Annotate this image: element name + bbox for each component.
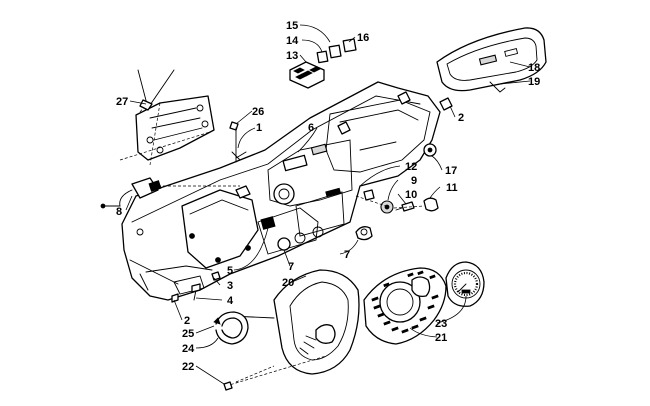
callout-13: 13: [286, 50, 298, 62]
callout-23: 23: [435, 318, 447, 330]
gauge-bezel: [229, 269, 360, 375]
callout-11: 11: [446, 182, 458, 194]
mounting-bracket: [119, 69, 215, 166]
items-9-10-11: [355, 189, 439, 214]
callout-8: 8: [116, 206, 122, 218]
callout-27: 27: [116, 96, 128, 108]
leader-lines: [125, 24, 531, 385]
callout-9: 9: [411, 175, 417, 187]
callout-1: 1: [256, 122, 262, 134]
callout-21: 21: [435, 332, 447, 344]
callout-25: 25: [182, 328, 194, 340]
knob-17: [423, 143, 437, 157]
callout-10: 10: [405, 189, 417, 201]
callout-labels: 15 14 16 13 18 19 27 26 1 6 2 12 9 10 11…: [116, 20, 540, 373]
callout-19: 19: [528, 76, 540, 88]
gauge-23: [445, 261, 485, 307]
callout-3: 3: [227, 280, 233, 292]
dash-panel: [121, 81, 453, 301]
switch-block: [289, 38, 357, 89]
fasteners: [171, 271, 221, 303]
callout-7-right: 7: [344, 249, 350, 261]
callout-16: 16: [357, 32, 369, 44]
callout-14: 14: [286, 35, 299, 47]
instrument-face: [363, 267, 447, 345]
console-cover: [436, 27, 547, 93]
harness-22: [223, 355, 327, 391]
callout-5: 5: [227, 265, 233, 277]
callout-17: 17: [445, 165, 457, 177]
callout-2-lower: 2: [184, 315, 190, 327]
callout-18: 18: [528, 62, 540, 74]
callout-12: 12: [405, 161, 417, 173]
callout-20: 20: [282, 277, 294, 289]
callout-15: 15: [286, 20, 298, 32]
callout-7-left: 7: [288, 261, 294, 273]
knob-7: [355, 226, 373, 241]
callout-2-upper: 2: [458, 112, 464, 124]
callout-24: 24: [182, 343, 195, 355]
connector-8: [100, 177, 240, 209]
callout-22: 22: [182, 361, 194, 373]
callout-6: 6: [308, 122, 314, 134]
callout-4: 4: [227, 295, 234, 307]
retainer-ring: [213, 311, 249, 345]
callout-26: 26: [252, 106, 264, 118]
